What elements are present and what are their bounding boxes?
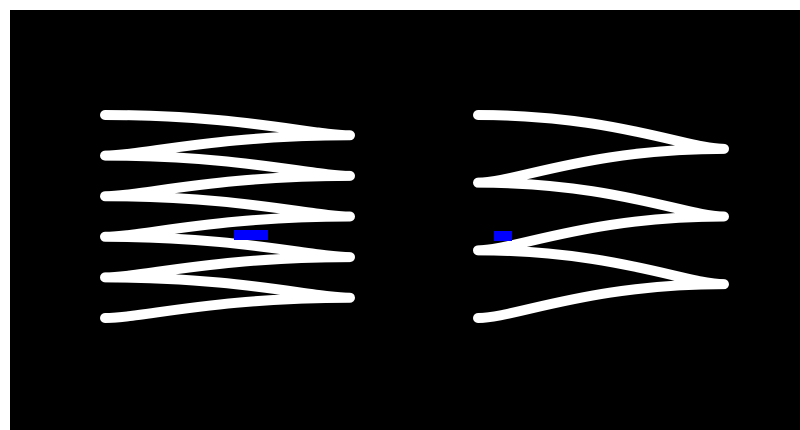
left-spring xyxy=(100,110,355,323)
right-spring xyxy=(473,110,729,323)
right-spring-marker xyxy=(494,231,512,241)
left-spring-coil xyxy=(100,110,355,323)
right-spring-coil xyxy=(473,110,729,323)
left-spring-marker xyxy=(234,230,268,240)
